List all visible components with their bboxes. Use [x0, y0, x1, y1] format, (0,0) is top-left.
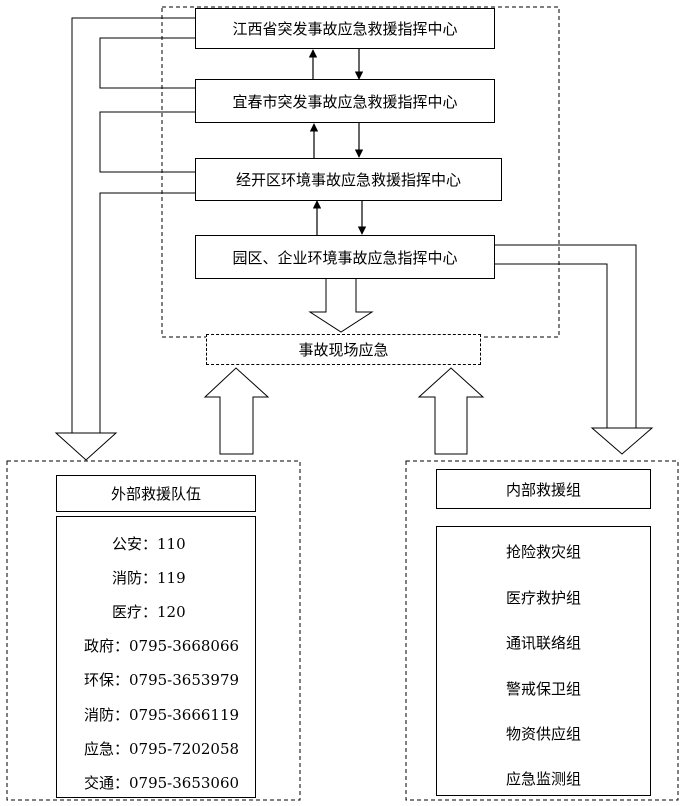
contact-row: 政府：0795-3668066 [57, 635, 255, 656]
contact-row: 消防：119 [57, 567, 255, 588]
group-item: 警戒保卫组 [505, 680, 581, 698]
contact-label: 环保： [83, 671, 129, 689]
connector-zone-to-external [99, 192, 195, 433]
contact-row: 应急：0795-7202058 [57, 738, 255, 759]
node-zone-center: 经开区环境事故应急救援指挥中心 [195, 158, 502, 201]
contact-value: 0795-7202058 [129, 740, 240, 758]
connector-park-to-internal-b [495, 263, 608, 428]
contact-value: 120 [157, 603, 186, 621]
contact-label: 政府： [83, 637, 129, 655]
group-item: 通讯联络组 [505, 634, 581, 652]
external-contact-list: 公安：110 消防：119 医疗：120 政府：0795-3668066 环保：… [56, 516, 256, 798]
internal-team-title: 内部救援组 [436, 469, 651, 509]
group-item: 医疗救护组 [505, 589, 581, 607]
contact-label: 公安： [111, 535, 157, 553]
block-arrow-park-to-scene [308, 270, 374, 333]
block-arrow-external-to-scene [203, 367, 270, 455]
hollow-arrow-down-external [54, 432, 118, 461]
contact-row: 交通：0795-3653060 [57, 772, 255, 793]
node-accident-scene: 事故现场应急 [206, 334, 481, 365]
node-park-center: 园区、企业环境事故应急指挥中心 [195, 235, 495, 279]
contact-value: 0795-3668066 [129, 637, 240, 655]
group-item: 抢险救灾组 [505, 543, 581, 561]
internal-group-list: 抢险救灾组 医疗救护组 通讯联络组 警戒保卫组 物资供应组 应急监测组 [436, 526, 651, 796]
connector-city-to-province-left [99, 37, 195, 89]
external-group-frame [6, 460, 301, 801]
contact-value: 0795-3653060 [129, 774, 240, 792]
contact-label: 消防： [83, 706, 129, 724]
internal-group-frame [405, 460, 679, 801]
connector-city-to-zone-left [99, 111, 195, 173]
contact-row: 消防：0795-3666119 [57, 704, 255, 725]
contact-value: 110 [157, 535, 186, 553]
connector-province-to-external [71, 17, 195, 433]
contact-value: 0795-3666119 [129, 706, 240, 724]
hollow-arrow-down-internal [590, 427, 654, 455]
contact-value: 119 [157, 569, 186, 587]
group-item: 物资供应组 [505, 725, 581, 743]
node-city-center: 宜春市突发事故应急救援指挥中心 [195, 79, 495, 123]
contact-label: 消防： [111, 569, 157, 587]
contact-label: 医疗： [111, 603, 157, 621]
external-team-title: 外部救援队伍 [56, 475, 256, 512]
block-arrow-internal-to-scene [417, 367, 485, 455]
contact-row: 医疗：120 [57, 601, 255, 622]
connector-park-to-internal-a [495, 244, 637, 428]
contact-row: 公安：110 [57, 533, 255, 554]
node-province-center: 江西省突发事故应急救援指挥中心 [195, 8, 495, 49]
group-item: 应急监测组 [505, 770, 581, 788]
contact-label: 应急： [83, 740, 129, 758]
contact-label: 交通： [83, 774, 129, 792]
contact-row: 环保：0795-3653979 [57, 669, 255, 690]
contact-value: 0795-3653979 [129, 671, 240, 689]
